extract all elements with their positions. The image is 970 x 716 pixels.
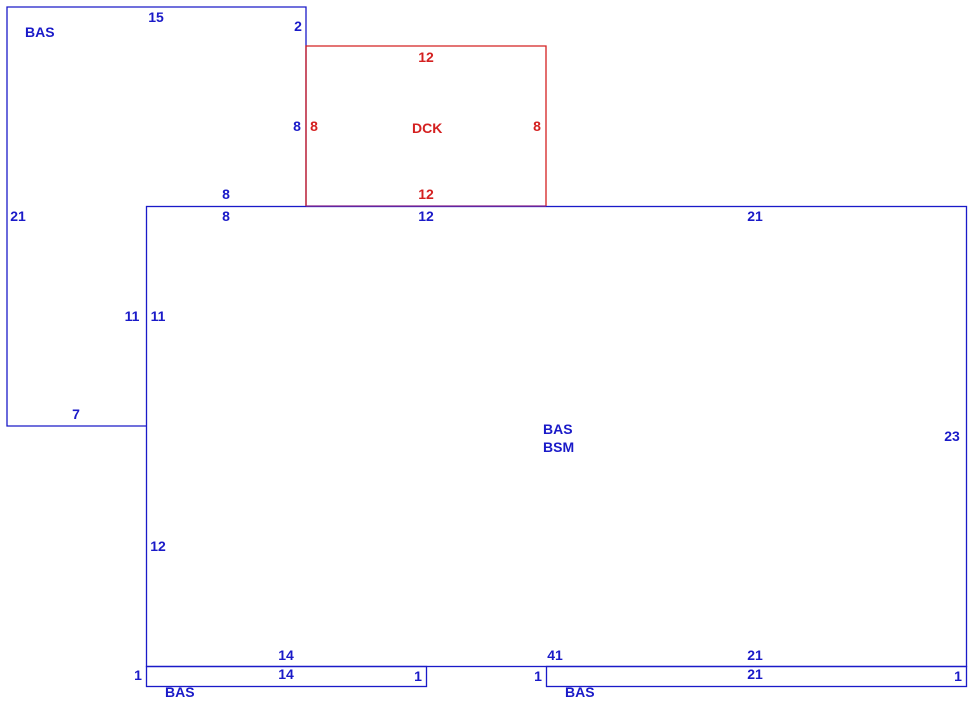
dim-main-top-right: 21 [747, 208, 763, 224]
dim-ul-top-right: 2 [294, 18, 302, 34]
deck-outline [305, 45, 547, 206]
dim-main-right: 23 [944, 428, 960, 444]
dim-bl-right: 1 [414, 668, 422, 684]
area-label-bottom-right: BAS [565, 684, 595, 700]
dim-ul-top: 15 [148, 9, 164, 25]
bottom-right-strip-outline [545, 665, 968, 688]
dim-main-top-left: 8 [222, 208, 230, 224]
dim-ul-notch-top: 8 [222, 186, 230, 202]
dim-deck-right: 8 [533, 118, 541, 134]
area-label-bottom-left: BAS [165, 684, 195, 700]
dim-ul-left: 21 [10, 208, 26, 224]
dim-main-left-outer: 11 [125, 308, 140, 324]
area-label-main-2: BSM [543, 439, 574, 455]
dim-ul-bottom: 7 [72, 406, 80, 422]
area-label-main-1: BAS [543, 421, 573, 437]
bottom-left-strip-outline [145, 665, 428, 688]
upper-left-section-outline [6, 6, 307, 427]
dim-br-left: 1 [534, 668, 542, 684]
dim-deck-top: 12 [418, 49, 434, 65]
dim-ul-right: 8 [293, 118, 301, 134]
dim-main-bottom-left: 14 [278, 647, 294, 663]
dim-main-top-mid: 12 [418, 208, 434, 224]
dim-deck-bottom: 12 [418, 186, 434, 202]
area-label-deck: DCK [412, 120, 442, 136]
dim-main-bottom-right: 21 [747, 647, 763, 663]
dim-br-right: 1 [954, 668, 962, 684]
area-label-upper-left: BAS [25, 24, 55, 40]
dim-br-top: 21 [747, 666, 763, 682]
dim-bl-top: 14 [278, 666, 294, 682]
dim-main-left-lower: 12 [150, 538, 166, 554]
dim-main-bottom-mid: 41 [547, 647, 563, 663]
dim-main-left-inner: 11 [151, 308, 166, 324]
dim-bl-left: 1 [134, 667, 142, 683]
dim-deck-left: 8 [310, 118, 318, 134]
